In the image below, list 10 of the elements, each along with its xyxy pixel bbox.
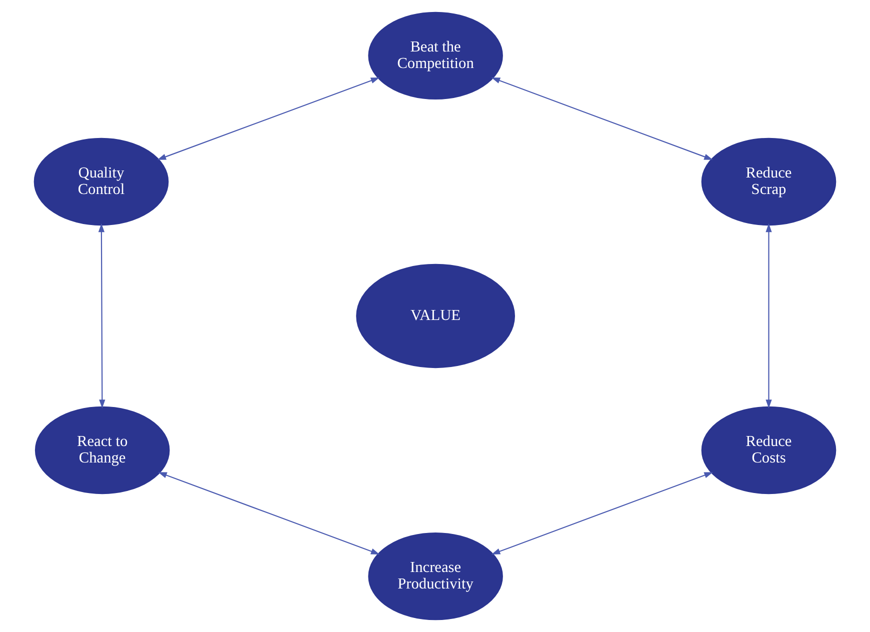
arrow	[158, 472, 380, 554]
node-ellipse: Reduce Costs	[701, 406, 836, 494]
arrow	[491, 472, 714, 554]
node-ellipse: React to Change	[34, 406, 170, 494]
arrow	[157, 78, 380, 160]
arrow	[491, 78, 713, 160]
node-ellipse: VALUE	[356, 264, 516, 368]
arrow	[98, 223, 106, 408]
arrow	[766, 223, 772, 408]
node-ellipse: Reduce Scrap	[701, 138, 836, 226]
